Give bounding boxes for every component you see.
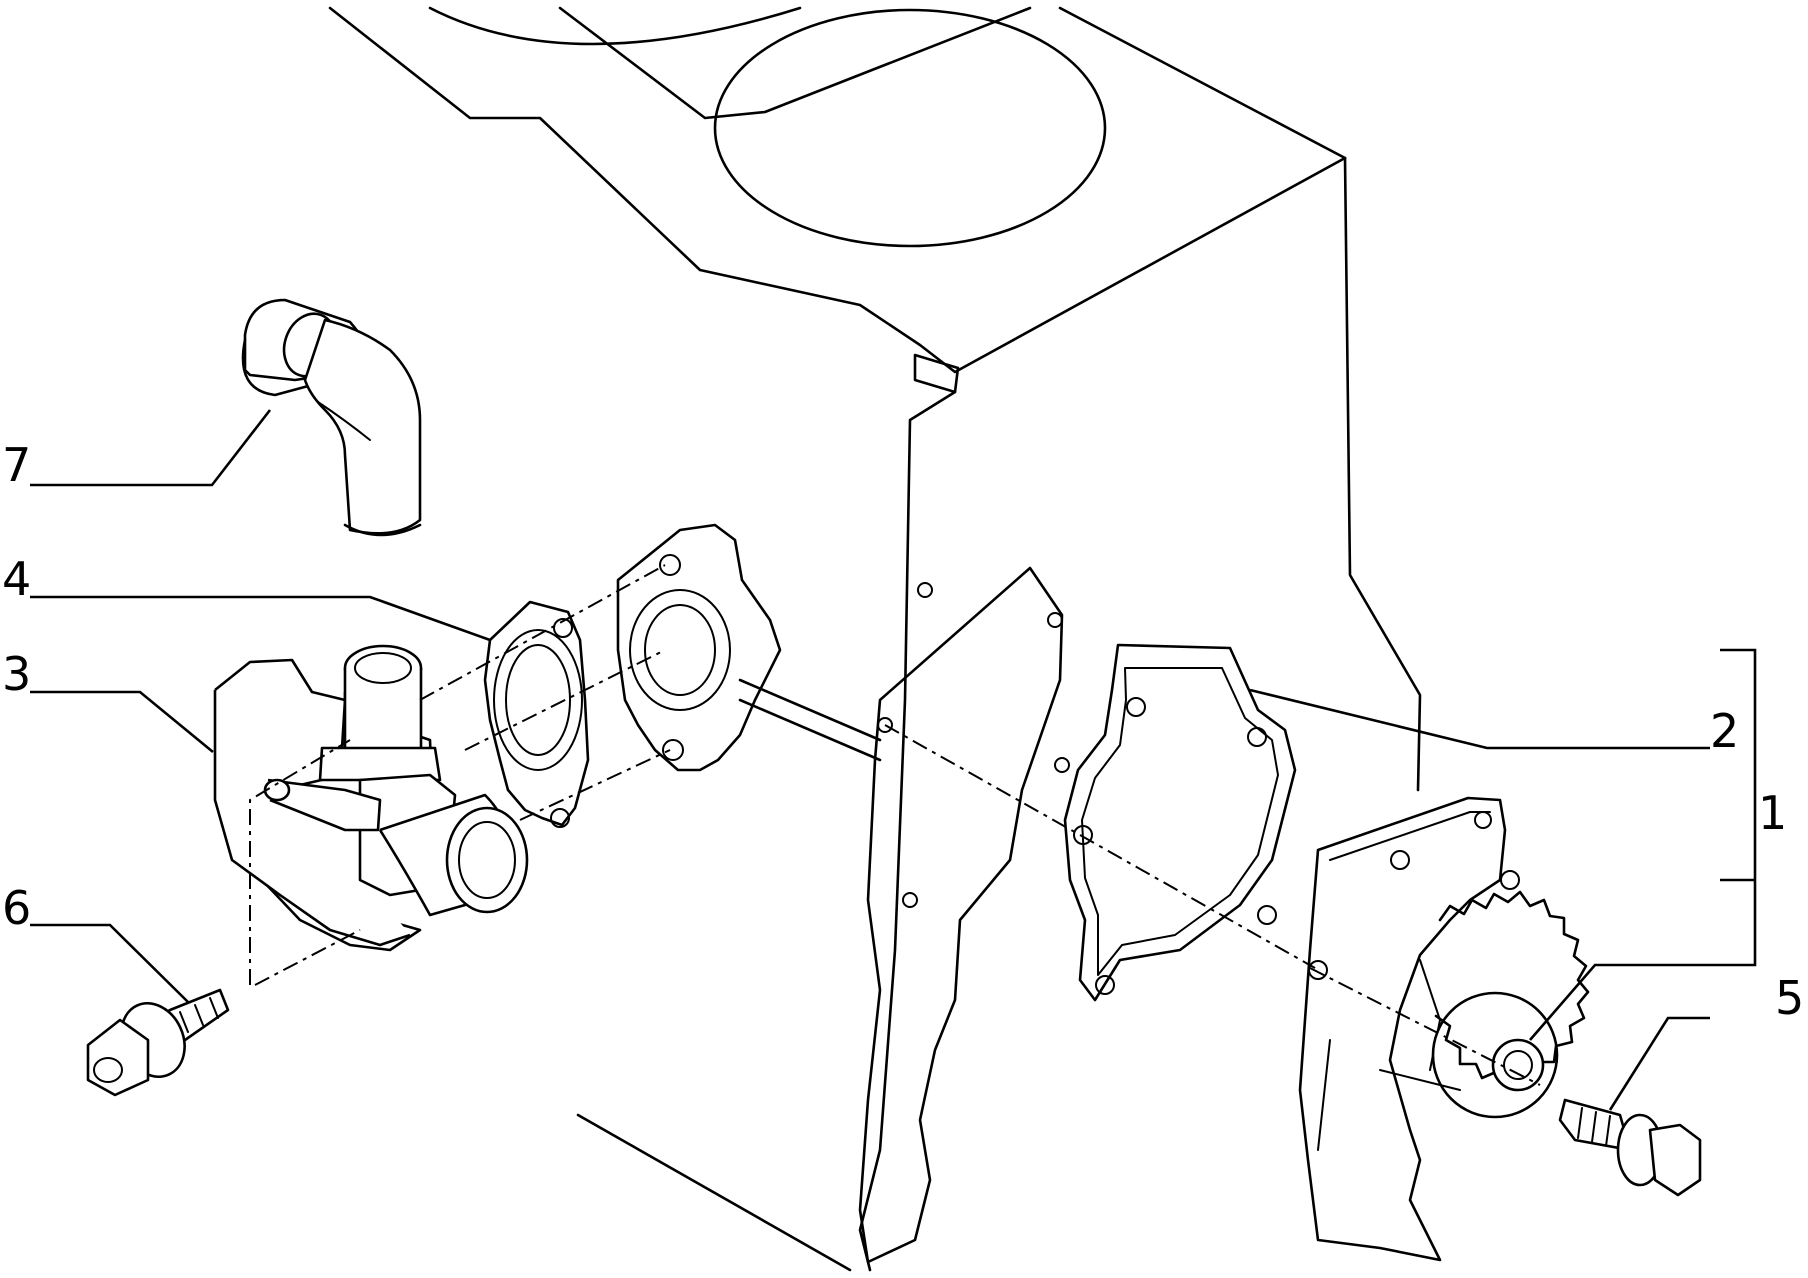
assembly-lines: [249, 564, 1541, 1086]
water-pump-gasket: [1063, 643, 1297, 1002]
water-pump: [1298, 796, 1590, 1262]
block-face-gasket-outline: [858, 566, 1070, 1264]
callout-2: 2: [1710, 704, 1740, 758]
callout-4: 4: [2, 552, 32, 606]
block-flange: [616, 523, 782, 772]
callout-3: 3: [2, 647, 32, 701]
water-pump-bolt: [1558, 1098, 1702, 1197]
callout-6: 6: [2, 881, 32, 935]
thermostat-gasket: [483, 600, 590, 828]
hose: [241, 298, 422, 537]
callout-1: 1: [1758, 786, 1788, 840]
callout-7: 7: [2, 438, 32, 492]
engine-block: [328, 6, 1422, 1272]
thermostat-housing: [213, 644, 529, 952]
callout-leaders: [30, 409, 1757, 1111]
thermostat-housing-bolt: [86, 988, 230, 1097]
callout-5: 5: [1775, 971, 1805, 1025]
